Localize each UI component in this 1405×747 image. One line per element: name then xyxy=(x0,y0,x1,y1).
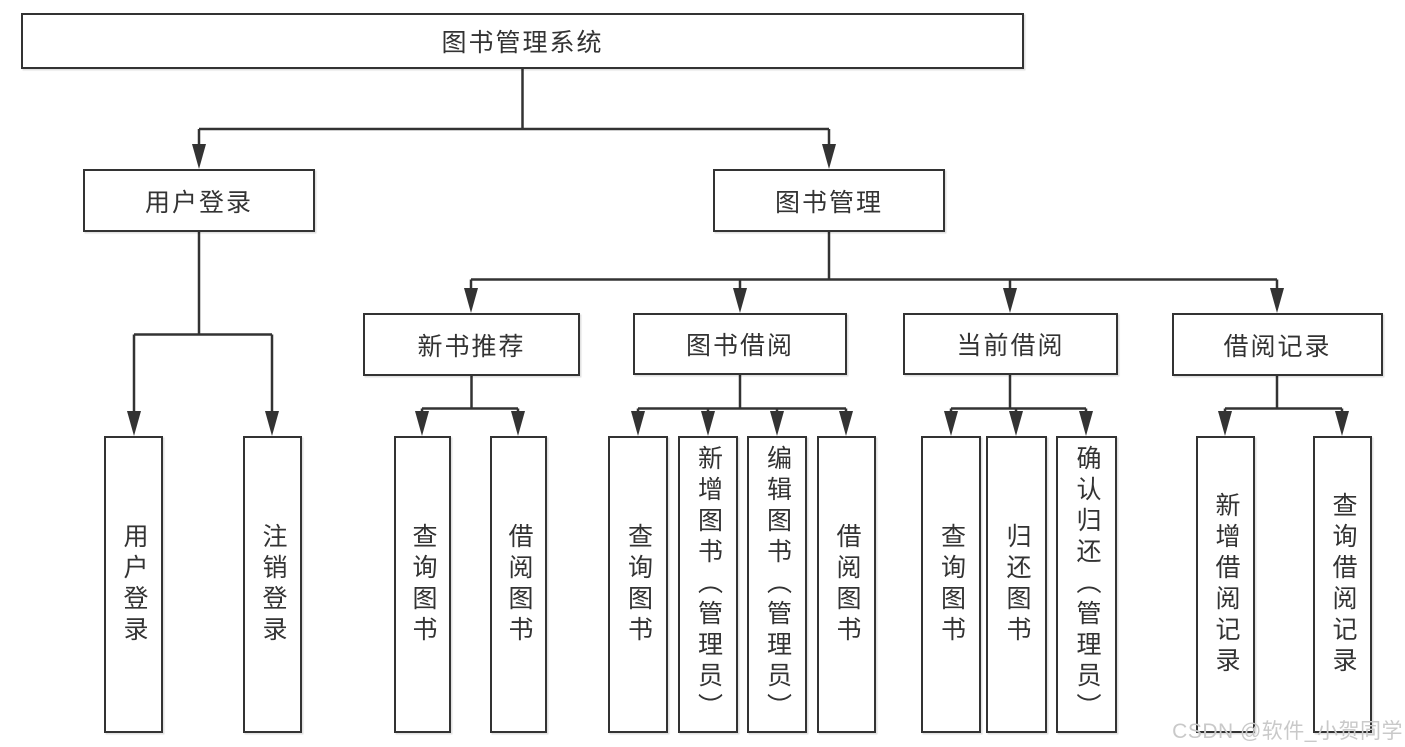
arrow-down-icon xyxy=(415,411,429,436)
arrow-down-icon xyxy=(944,411,958,436)
leaf-query-books-recommend: 查询图书 xyxy=(394,436,451,733)
arrow-down-icon xyxy=(733,288,747,313)
arrow-down-icon xyxy=(822,144,836,169)
arrow-down-icon xyxy=(1009,411,1023,436)
connector-userlogin-to-leaves xyxy=(132,232,274,412)
leaf-add-books-admin: 新增图书（管理员） xyxy=(678,436,738,733)
leaf-confirm-return-admin: 确认归还（管理员） xyxy=(1056,436,1117,733)
arrow-down-icon xyxy=(701,411,715,436)
arrow-down-icon xyxy=(265,411,279,436)
node-book-borrow: 图书借阅 xyxy=(633,313,847,375)
leaf-return-books: 归还图书 xyxy=(986,436,1047,733)
node-current-borrow: 当前借阅 xyxy=(903,313,1118,375)
csdn-watermark: CSDN @软件_小贺同学 xyxy=(1172,720,1403,743)
arrow-down-icon xyxy=(839,411,853,436)
leaf-borrow-books: 借阅图书 xyxy=(817,436,876,733)
leaf-edit-books-admin: 编辑图书（管理员） xyxy=(747,436,807,733)
arrow-down-icon xyxy=(192,144,206,169)
connector-currentborrow-to-leaves xyxy=(949,375,1088,414)
connector-newrec-to-leaves xyxy=(420,376,520,414)
leaf-query-borrow-record: 查询借阅记录 xyxy=(1313,436,1372,733)
node-book-management: 图书管理 xyxy=(713,169,945,232)
leaf-query-books-current: 查询图书 xyxy=(921,436,981,733)
leaf-query-books-borrow: 查询图书 xyxy=(608,436,668,733)
arrow-down-icon xyxy=(1079,411,1093,436)
connector-bookborrow-to-leaves xyxy=(636,375,848,414)
leaf-borrow-books-recommend: 借阅图书 xyxy=(490,436,547,733)
node-library-management-system: 图书管理系统 xyxy=(21,13,1024,69)
connector-bookmgmt-to-level2 xyxy=(469,232,1279,291)
node-borrow-records: 借阅记录 xyxy=(1172,313,1383,376)
arrow-down-icon xyxy=(1218,411,1232,436)
arrow-down-icon xyxy=(127,411,141,436)
node-new-book-recommend: 新书推荐 xyxy=(363,313,580,376)
arrow-down-icon xyxy=(1003,288,1017,313)
leaf-user-login: 用户登录 xyxy=(104,436,163,733)
arrow-down-icon xyxy=(631,411,645,436)
arrow-down-icon xyxy=(1335,411,1349,436)
arrow-down-icon xyxy=(464,288,478,313)
arrow-down-icon xyxy=(770,411,784,436)
arrowheads xyxy=(127,144,1349,436)
leaf-logout: 注销登录 xyxy=(243,436,302,733)
node-user-login: 用户登录 xyxy=(83,169,315,232)
connector-root-to-level1 xyxy=(197,68,831,146)
leaf-add-borrow-record: 新增借阅记录 xyxy=(1196,436,1255,733)
arrow-down-icon xyxy=(1270,288,1284,313)
arrow-down-icon xyxy=(511,411,525,436)
connector-records-to-leaves xyxy=(1223,376,1344,414)
